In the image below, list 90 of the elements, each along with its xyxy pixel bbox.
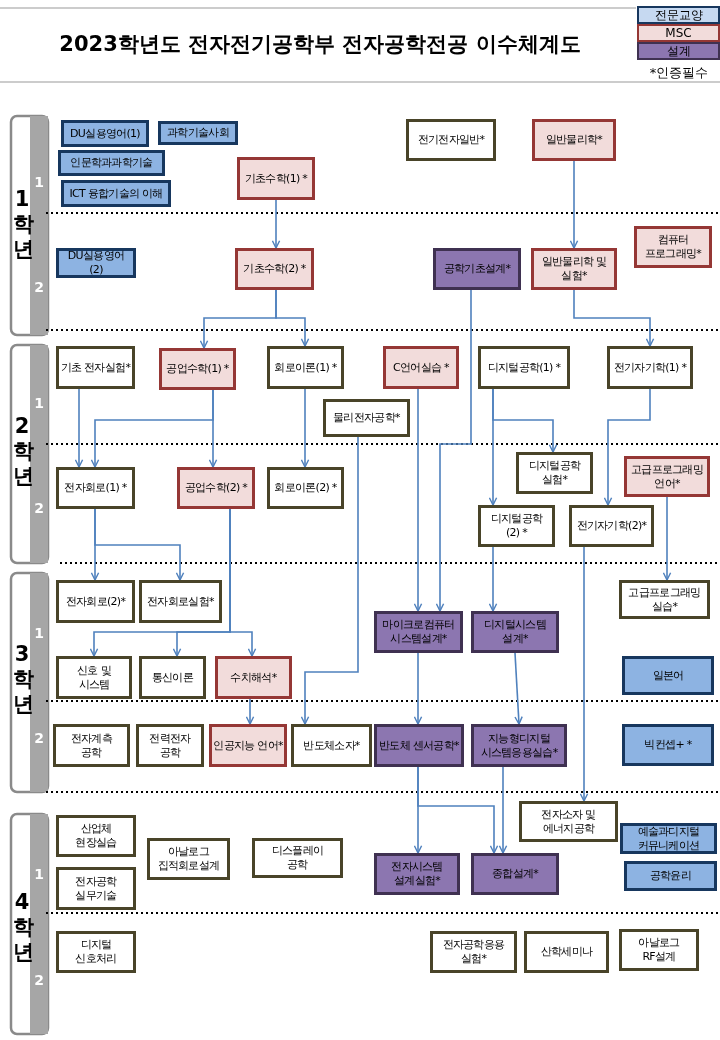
design-course-box: 반도체 센서공학* xyxy=(374,724,464,767)
liberal-arts-box: ICT 융합기술의 이해 xyxy=(61,180,171,207)
arrow xyxy=(271,199,281,249)
course-box: 산업체 현장실습 xyxy=(56,815,136,857)
course-box: 전자소자 및 에너지공학 xyxy=(519,801,618,842)
course-box: 물리전자공학* xyxy=(323,399,410,437)
course-box: 디지털공학(1) * xyxy=(478,346,570,389)
course-box: 반도체소자* xyxy=(291,724,372,767)
arrow xyxy=(245,698,255,725)
course-box: 산학세미나 xyxy=(524,931,609,973)
liberal-arts-box: 과학기술사회 xyxy=(158,121,238,145)
arrow xyxy=(573,289,655,347)
course-box: 전자공학응용 실험* xyxy=(430,931,517,973)
arrow xyxy=(435,289,472,612)
course-box: 아날로그 집적회로설계 xyxy=(147,838,230,880)
semester-number: 2 xyxy=(33,500,45,516)
course-box: 디지털 신호처리 xyxy=(56,931,136,973)
arrow xyxy=(514,652,523,725)
course-box: 디스플레이 공학 xyxy=(252,838,343,878)
course-box: 회로이론(2) * xyxy=(267,467,344,509)
liberal-arts-box: 공학윤리 xyxy=(624,861,717,891)
course-box: 통신이론 xyxy=(139,656,206,699)
course-box: 디지털공학 (2) * xyxy=(478,505,555,547)
msc-course-box: 컴퓨터 프로그래밍* xyxy=(634,226,712,268)
course-box: 고급프로그래밍 실습* xyxy=(619,580,710,619)
semester-number: 1 xyxy=(33,625,45,641)
semester-number: 1 xyxy=(33,866,45,882)
arrow xyxy=(413,388,423,612)
liberal-arts-box: DU실용영어(1) xyxy=(61,120,149,147)
semester-number: 2 xyxy=(33,279,45,295)
design-course-box: 디지털시스템 설계* xyxy=(471,611,559,653)
arrow xyxy=(229,508,257,657)
msc-course-box: C언어실습 * xyxy=(383,346,459,389)
design-course-box: 지능형디지털 시스템응용실습* xyxy=(471,724,567,767)
footnote: *인증필수 xyxy=(648,64,710,82)
arrow xyxy=(300,436,359,725)
arrow xyxy=(413,652,423,725)
course-box: 전자계측 공학 xyxy=(53,724,130,767)
course-box: 전력전자 공학 xyxy=(136,724,204,767)
title: 2023학년도 전자전기공학부 전자공학전공 이수체계도 xyxy=(58,31,582,58)
course-box: 전자회로실험* xyxy=(139,580,222,623)
course-box: 기초 전자실험* xyxy=(56,346,135,389)
course-box: 전기자기학(1) * xyxy=(607,346,693,389)
legend-label: 전문교양 xyxy=(654,8,703,22)
msc-course-box: 인공지능 언어* xyxy=(209,724,287,767)
arrow xyxy=(94,508,185,581)
msc-course-box: 기초수학(1) * xyxy=(237,157,315,200)
course-box: 회로이론(1) * xyxy=(267,346,344,389)
msc-course-box: 공업수학(2) * xyxy=(177,467,255,509)
design-course-box: 마이크로컴퓨터 시스템설계* xyxy=(374,611,463,653)
legend-label: MSC xyxy=(665,26,692,40)
liberal-arts-box: 예술과디지털 커뮤니케이션 xyxy=(620,823,717,854)
semester-number: 2 xyxy=(33,972,45,988)
arrow xyxy=(74,388,84,468)
arrow xyxy=(275,289,310,347)
legend-label: 설계 xyxy=(666,44,691,58)
arrow xyxy=(492,388,558,453)
msc-course-box: 일반물리학 및 실험* xyxy=(531,248,617,290)
course-box: 전기전자일반* xyxy=(406,119,496,161)
course-box: 전자회로(1) * xyxy=(56,467,135,509)
msc-course-box: 공업수학(1) * xyxy=(159,348,236,390)
msc-course-box: 기초수학(2) * xyxy=(235,248,314,290)
arrow xyxy=(579,546,589,802)
semester-number: 1 xyxy=(33,395,45,411)
arrow xyxy=(488,546,498,612)
liberal-arts-box: 빅컨셉+ * xyxy=(622,724,714,766)
course-box: 전자공학 실무기술 xyxy=(56,867,136,910)
liberal-arts-box: DU실용영어 (2) xyxy=(56,248,136,278)
design-course-box: 공학기초설계* xyxy=(433,248,521,290)
semester-number: 2 xyxy=(33,730,45,746)
arrow xyxy=(300,388,310,468)
arrow xyxy=(603,388,651,506)
arrow xyxy=(208,389,218,468)
arrow xyxy=(417,766,499,854)
liberal-arts-box: 인문학과과학기술 xyxy=(58,150,165,176)
msc-course-box: 수치해석* xyxy=(215,656,292,699)
course-box: 디지털공학 실험* xyxy=(516,452,593,494)
design-course-box: 전자시스템 설계실험* xyxy=(374,853,460,895)
liberal-arts-box: 일본어 xyxy=(622,656,714,695)
arrow xyxy=(498,766,508,854)
semester-number: 1 xyxy=(33,174,45,190)
course-box: 전자회로(2)* xyxy=(56,580,135,623)
design-course-box: 종합설계* xyxy=(471,853,559,895)
arrow xyxy=(662,496,672,581)
course-box: 신호 및 시스템 xyxy=(56,656,132,699)
course-box: 전기자기학(2)* xyxy=(569,505,654,547)
arrow xyxy=(569,160,579,249)
msc-course-box: 일반물리학* xyxy=(532,119,616,161)
course-box: 아날로그 RF설계 xyxy=(619,929,699,971)
msc-course-box: 고급프로그래밍언어* xyxy=(624,456,710,497)
